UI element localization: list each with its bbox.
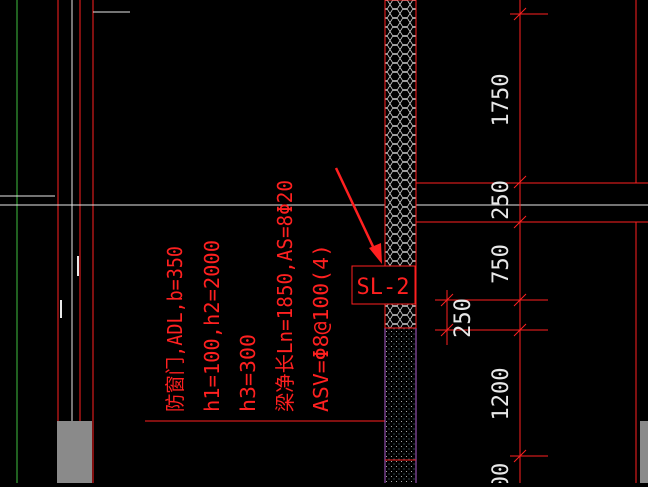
annotation-line-2: h1=100,h2=2000 (200, 240, 224, 412)
annotation-line-4: 梁净长Ln=1850,AS=8Φ20 (273, 180, 297, 412)
beam-annotation: 防窗门,ADL,b=350 h1=100,h2=2000 h3=300 梁净长L… (163, 180, 333, 412)
lintel-tag-label: SL-2 (357, 275, 410, 300)
column-block (640, 421, 648, 483)
dimension-1750: 1750 (489, 74, 514, 127)
dimension-750: 750 (489, 244, 514, 284)
dimension-ticks (435, 7, 548, 463)
annotation-line-5: ASV=Φ8@100(4) (309, 244, 333, 412)
column-block (57, 421, 92, 483)
annotation-line-3: h3=300 (236, 334, 260, 412)
dimension-1200: 1200 (489, 368, 514, 421)
wall-hatch-hex (384, 0, 417, 271)
dimension-00-bottom: 00 (489, 463, 514, 483)
dimension-250-top: 250 (489, 180, 514, 220)
dimension-250-mid: 250 (451, 298, 476, 338)
annotation-line-1: 防窗门,ADL,b=350 (163, 246, 187, 412)
wall-hatch-dots (386, 328, 415, 483)
lintel-tag-box[interactable] (351, 265, 416, 305)
red-arrow-icon (334, 167, 382, 264)
